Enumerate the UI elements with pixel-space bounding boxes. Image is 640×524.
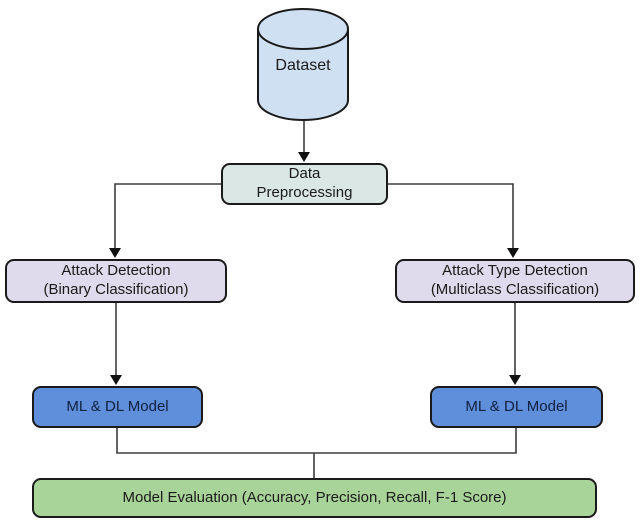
dataset-cylinder-shape [257, 8, 349, 121]
node-attack-type-detection-line2: (Multiclass Classification) [430, 281, 600, 298]
node-model-evaluation-label: Model Evaluation (Accuracy, Precision, R… [122, 488, 507, 506]
arrowhead-ml-right [509, 375, 521, 385]
node-attack-type-detection-line1: Attack Type Detection [442, 262, 588, 280]
node-attack-detection-line2: (Binary Classification) [43, 281, 189, 298]
node-attack-type-detection: Attack Type Detection (Multiclass Classi… [395, 259, 635, 303]
node-ml-dl-model-right-label: ML & DL Model [465, 397, 568, 415]
arrowhead-attack-type [507, 248, 519, 258]
cylinder-body [257, 28, 349, 121]
arrowhead-ml-left [110, 375, 122, 385]
node-attack-detection-line1: Attack Detection [61, 262, 171, 280]
node-data-preprocessing: Data Preprocessing [221, 163, 388, 205]
node-ml-dl-model-right: ML & DL Model [430, 386, 603, 428]
node-dataset-label: Dataset [275, 57, 331, 74]
node-attack-detection: Attack Detection (Binary Classification) [5, 259, 227, 303]
edge-ml-models-evaluation [116, 428, 517, 478]
node-model-evaluation: Model Evaluation (Accuracy, Precision, R… [32, 478, 597, 518]
edge-preprocessing-attack-detection [114, 183, 221, 249]
arrowhead-preprocessing [298, 152, 310, 162]
node-ml-dl-model-left: ML & DL Model [32, 386, 203, 428]
node-data-preprocessing-line2: Preprocessing [256, 184, 353, 201]
cylinder-top [257, 8, 349, 50]
node-ml-dl-model-left-label: ML & DL Model [66, 397, 169, 415]
arrowhead-attack-detection [109, 248, 121, 258]
edge-preprocessing-attack-type [388, 183, 514, 249]
node-data-preprocessing-line1: Data [288, 165, 321, 183]
